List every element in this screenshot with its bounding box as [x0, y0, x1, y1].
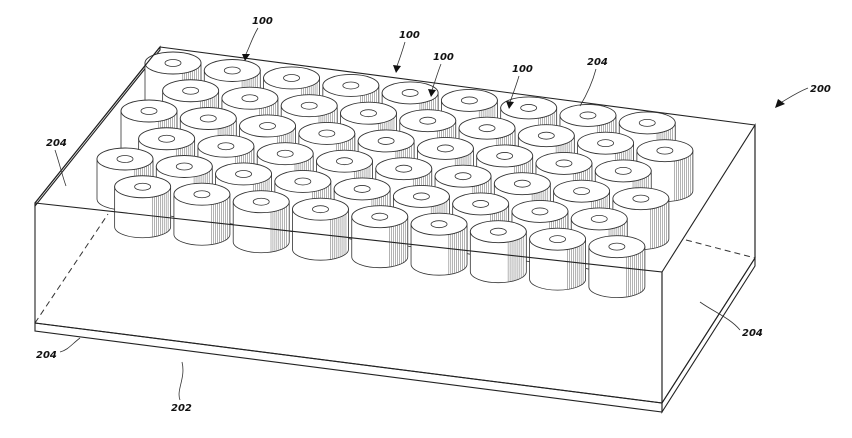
cell-body	[232, 201, 290, 254]
cell-terminal	[336, 157, 353, 166]
label-wall-front-left: 204	[36, 350, 57, 361]
cell-terminal	[312, 205, 329, 214]
cell-terminal	[241, 94, 259, 103]
cell-terminal	[223, 66, 241, 75]
cell-body	[469, 231, 527, 284]
cell-terminal	[318, 129, 336, 138]
cell-terminal	[395, 164, 413, 173]
cell-terminal	[235, 170, 252, 178]
cell-terminal	[513, 179, 531, 188]
cell-terminal	[259, 122, 276, 130]
cell-terminal	[489, 227, 507, 236]
cell-terminal	[342, 81, 360, 90]
cell-terminal	[377, 137, 395, 145]
hidden-edge-right	[685, 239, 756, 259]
cell-body	[410, 223, 468, 276]
cell-terminal	[193, 190, 211, 199]
label-cell-c: 100	[433, 52, 454, 63]
hidden-edge-left	[34, 213, 109, 324]
cell-terminal	[140, 107, 158, 115]
battery-cell	[232, 190, 290, 254]
cell-terminal	[549, 235, 566, 244]
leader-lines	[54, 27, 809, 401]
cell-terminal	[371, 212, 389, 221]
cell-terminal	[401, 89, 419, 97]
cell-terminal	[158, 134, 176, 143]
cell-terminal	[175, 162, 193, 171]
cell-terminal	[478, 124, 496, 133]
cell-terminal	[116, 155, 134, 163]
cell-terminal	[360, 109, 377, 118]
cell-terminal	[579, 111, 597, 120]
label-cell-b: 100	[399, 30, 420, 41]
cell-terminal	[656, 146, 674, 155]
cell-terminal	[419, 116, 437, 125]
cell-array	[96, 51, 694, 299]
cell-terminal	[300, 101, 318, 110]
label-wall-left: 204	[46, 138, 67, 149]
base-plate	[34, 256, 756, 414]
cell-terminal	[632, 194, 650, 203]
cell-terminal	[164, 59, 182, 67]
cell-terminal	[454, 172, 472, 181]
cell-terminal	[283, 74, 300, 82]
cell-body	[529, 238, 586, 291]
cell-body	[114, 186, 172, 239]
cell-terminal	[353, 185, 371, 193]
cell-terminal	[294, 177, 312, 186]
battery-cell	[588, 235, 646, 299]
label-battery-pack: 200	[810, 84, 831, 95]
battery-cell	[173, 182, 231, 246]
label-cell-d: 100	[512, 64, 533, 75]
cell-terminal	[430, 220, 448, 229]
cell-body	[351, 216, 409, 269]
cell-terminal	[496, 152, 514, 160]
battery-cell	[469, 220, 527, 284]
label-cell-a: 100	[252, 16, 273, 27]
cell-terminal	[276, 149, 294, 158]
battery-cell	[410, 212, 468, 276]
battery-cell	[529, 227, 587, 291]
cell-terminal	[412, 192, 430, 201]
cell-terminal	[436, 144, 454, 153]
label-wall-front-right: 204	[742, 328, 763, 339]
cell-terminal	[134, 182, 152, 191]
cell-terminal	[608, 242, 626, 251]
cell-body	[173, 193, 231, 246]
cell-terminal	[537, 131, 555, 140]
cell-terminal	[472, 200, 490, 208]
cell-terminal	[217, 142, 235, 151]
cell-terminal	[199, 114, 217, 123]
cell-terminal	[597, 139, 614, 148]
cell-terminal	[252, 197, 270, 206]
cell-terminal	[520, 104, 538, 112]
cell-terminal	[555, 159, 573, 168]
battery-cell	[351, 205, 409, 269]
cell-terminal	[590, 215, 608, 223]
cell-terminal	[182, 86, 200, 95]
label-wall-top-right: 204	[587, 57, 608, 68]
battery-cell	[292, 197, 349, 261]
cell-terminal	[531, 207, 549, 216]
label-base-plate: 202	[171, 403, 192, 414]
cell-terminal	[460, 96, 478, 105]
cell-terminal	[614, 167, 632, 175]
cell-terminal	[638, 119, 656, 127]
cell-body	[588, 246, 646, 299]
battery-cell	[114, 175, 172, 239]
cell-terminal	[573, 187, 590, 196]
